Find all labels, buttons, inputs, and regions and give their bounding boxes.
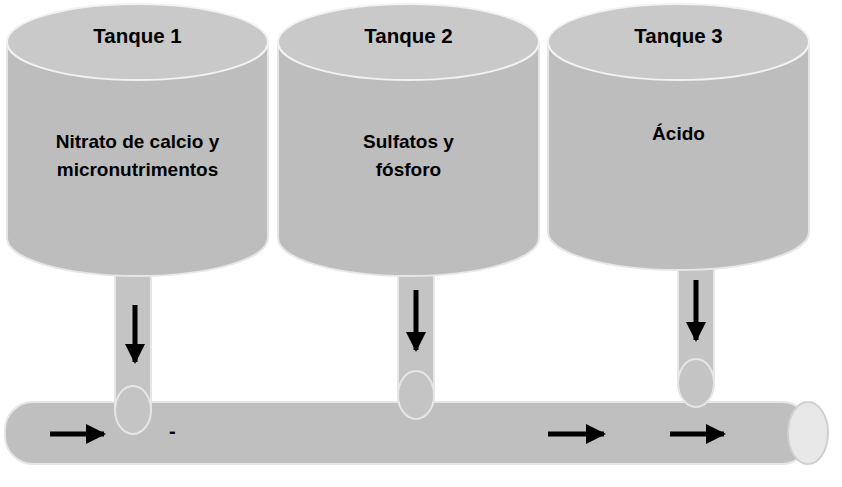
flow-arrows (50, 280, 724, 434)
tank-contents: Sulfatos y fósforo (339, 128, 479, 183)
tank-contents: Ácido (589, 120, 769, 148)
tank-contents: Nitrato de calcio y micronutrimentos (15, 128, 260, 183)
tank: Tanque 2 Sulfatos y fósforo (276, 2, 541, 278)
tank: Tanque 1 Nitrato de calcio y micronutrime… (5, 2, 270, 278)
tank-title: Tanque 3 (546, 24, 811, 48)
pipe-mark: - (169, 420, 176, 443)
tank: Tanque 3 Ácido (546, 2, 811, 272)
tank-title: Tanque 2 (276, 24, 541, 48)
tank-title: Tanque 1 (5, 24, 270, 48)
